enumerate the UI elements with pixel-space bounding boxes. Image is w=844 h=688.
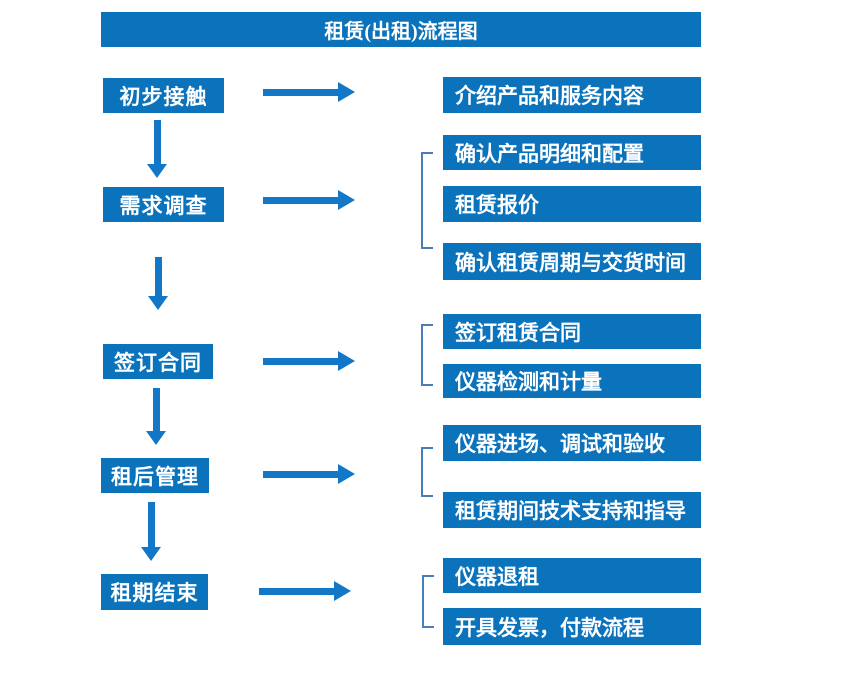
down-arrow-head bbox=[141, 547, 161, 561]
down-arrow-icon bbox=[147, 120, 168, 178]
down-arrow-head bbox=[146, 431, 166, 445]
detail-box-instrument-setup-acceptance: 仪器进场、调试和验收 bbox=[443, 425, 701, 461]
step-box-post-rental-management: 租后管理 bbox=[101, 458, 209, 493]
down-arrow-icon bbox=[146, 388, 167, 445]
down-arrow-shaft bbox=[153, 388, 160, 434]
title-bar: 租赁(出租)流程图 bbox=[101, 12, 701, 47]
step-box-initial-contact: 初步接触 bbox=[103, 78, 224, 113]
right-arrow-icon bbox=[263, 351, 355, 372]
down-arrow-shaft bbox=[148, 502, 155, 550]
right-arrow-shaft bbox=[263, 471, 339, 478]
page-title: 租赁(出租)流程图 bbox=[324, 21, 478, 43]
left-bracket-shape bbox=[421, 152, 433, 249]
detail-box-technical-support: 租赁期间技术支持和指导 bbox=[443, 492, 701, 528]
left-bracket-shape bbox=[421, 447, 433, 497]
detail-box-rental-quotation: 租赁报价 bbox=[443, 186, 701, 222]
right-arrow-head bbox=[338, 82, 355, 102]
right-arrow-head bbox=[338, 351, 355, 371]
down-arrow-head bbox=[147, 164, 167, 178]
left-bracket-shape bbox=[422, 575, 434, 628]
left-bracket-shape bbox=[421, 324, 433, 386]
right-arrow-shaft bbox=[263, 89, 339, 96]
detail-box-sign-rental-contract: 签订租赁合同 bbox=[443, 314, 701, 349]
down-arrow-shaft bbox=[154, 120, 161, 167]
step-box-demand-survey: 需求调查 bbox=[103, 187, 224, 222]
step-box-sign-contract: 签订合同 bbox=[103, 344, 213, 379]
right-arrow-shaft bbox=[263, 197, 339, 204]
down-arrow-icon bbox=[148, 257, 169, 310]
detail-box-invoice-payment: 开具发票，付款流程 bbox=[443, 608, 701, 645]
detail-box-instrument-test-metering: 仪器检测和计量 bbox=[443, 364, 701, 398]
step-box-lease-end: 租期结束 bbox=[101, 574, 208, 610]
right-arrow-icon bbox=[263, 464, 355, 485]
detail-box-instrument-return: 仪器退租 bbox=[443, 558, 701, 593]
right-arrow-icon bbox=[263, 190, 355, 211]
right-arrow-head bbox=[338, 464, 355, 484]
right-arrow-shaft bbox=[259, 588, 335, 595]
detail-box-introduce-products: 介绍产品和服务内容 bbox=[443, 77, 701, 113]
right-arrow-head bbox=[334, 581, 351, 601]
down-arrow-head bbox=[148, 296, 168, 310]
right-arrow-icon bbox=[263, 82, 355, 103]
detail-box-confirm-period-delivery: 确认租赁周期与交货时间 bbox=[443, 243, 701, 280]
right-arrow-shaft bbox=[263, 358, 339, 365]
right-arrow-head bbox=[338, 190, 355, 210]
down-arrow-icon bbox=[141, 502, 162, 561]
right-arrow-icon bbox=[259, 581, 351, 602]
detail-box-confirm-product-config: 确认产品明细和配置 bbox=[443, 135, 701, 170]
down-arrow-shaft bbox=[155, 257, 162, 299]
